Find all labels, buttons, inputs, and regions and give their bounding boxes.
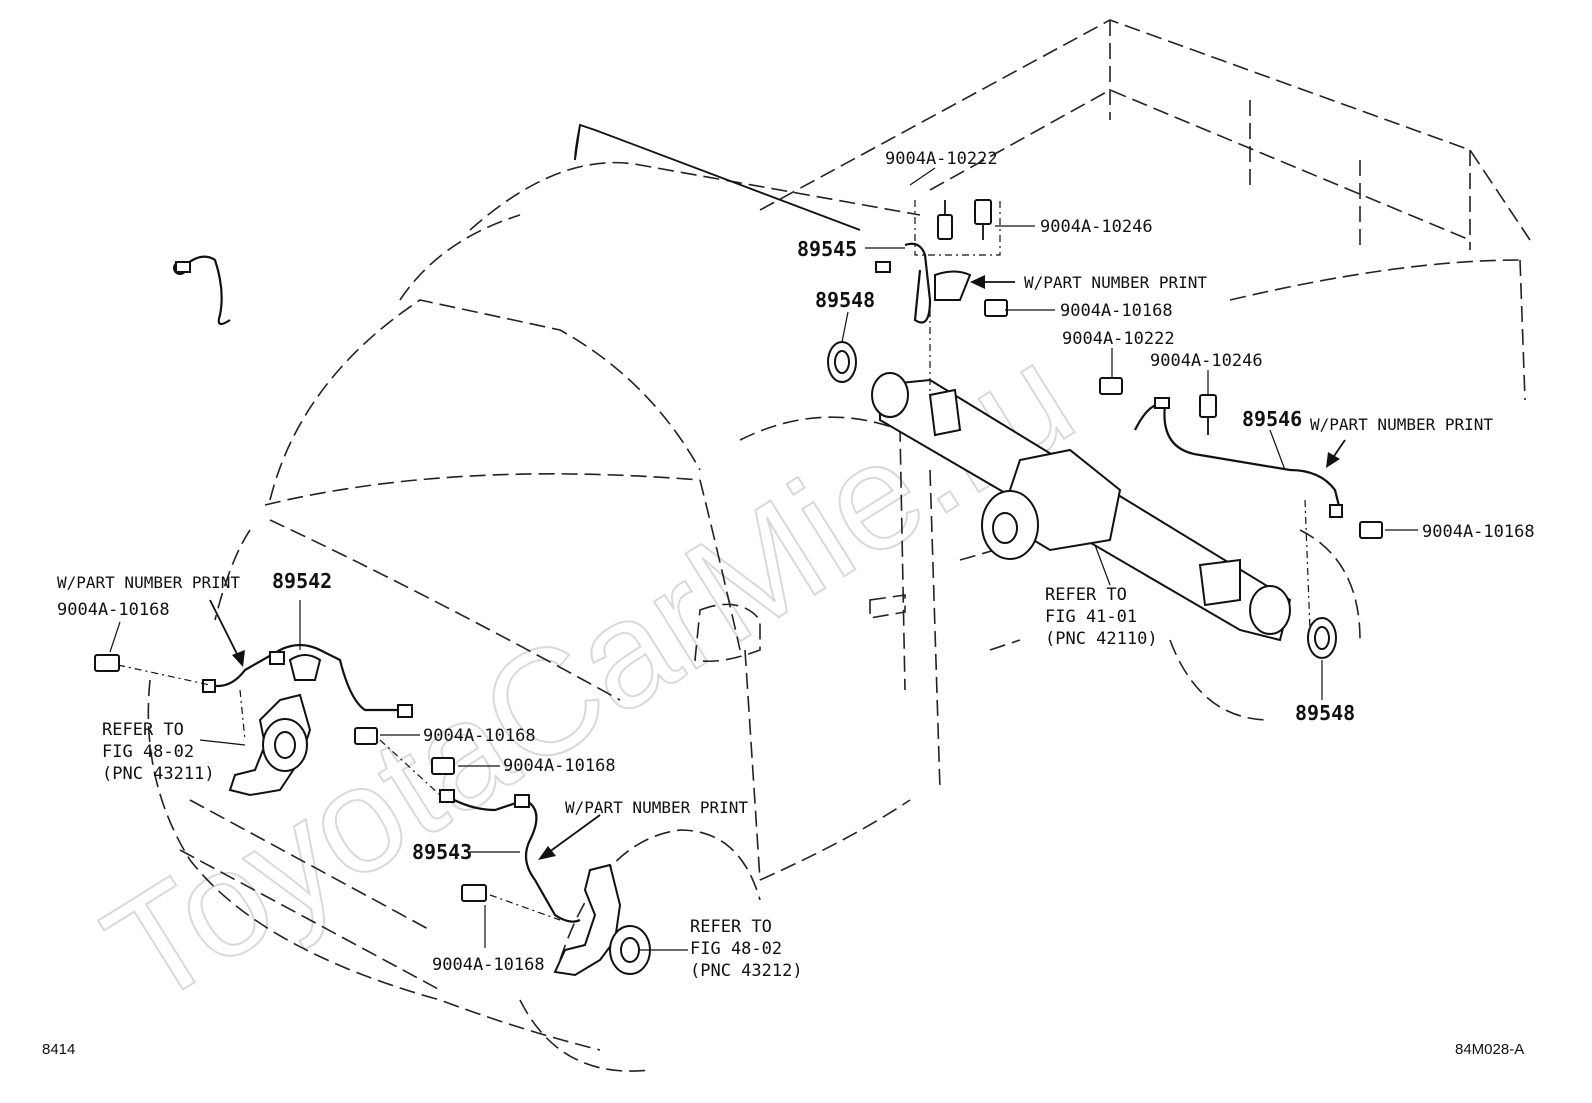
footer-figure-number: 8414 bbox=[42, 1041, 75, 1058]
label-print-left: W/PART NUMBER PRINT bbox=[57, 573, 240, 592]
label-ref-left-2: FIG 48-02 bbox=[102, 742, 194, 762]
label-bolt-10168-center-1: 9004A-10168 bbox=[423, 726, 536, 746]
cab-rail bbox=[574, 123, 861, 231]
label-89545: 89545 bbox=[797, 237, 857, 261]
label-print-center: W/PART NUMBER PRINT bbox=[565, 798, 748, 817]
label-ref-left-3: (PNC 43211) bbox=[102, 764, 215, 784]
bolt-10222-mid bbox=[1099, 377, 1123, 395]
seal-89548-bottom bbox=[1307, 617, 1337, 659]
label-89542: 89542 bbox=[272, 569, 332, 593]
bolt-10168-left bbox=[94, 654, 120, 672]
label-bolt-10222-top: 9004A-10222 bbox=[885, 149, 998, 169]
label-89548-top: 89548 bbox=[815, 288, 875, 312]
seal-89548-top bbox=[827, 341, 857, 383]
bolt-10168-right bbox=[1359, 521, 1383, 539]
steering-knuckle-left bbox=[228, 693, 312, 797]
label-bolt-10222-mid: 9004A-10222 bbox=[1062, 329, 1175, 349]
reference-lines bbox=[117, 200, 1311, 921]
label-print-top: W/PART NUMBER PRINT bbox=[1024, 273, 1207, 292]
label-ref-axle-1: REFER TO bbox=[1045, 585, 1127, 605]
part-labels: 9004A-10222 9004A-10246 89545 W/PART NUM… bbox=[57, 149, 1535, 981]
label-bolt-10168-left: 9004A-10168 bbox=[57, 600, 170, 620]
steering-knuckle-right bbox=[553, 863, 651, 977]
bolt-10168-top bbox=[984, 299, 1008, 317]
label-bolt-10246-mid: 9004A-10246 bbox=[1150, 351, 1263, 371]
sensor-89545 bbox=[173, 242, 972, 326]
bolt-10168-center-1 bbox=[354, 727, 378, 745]
bolt-10246-top bbox=[974, 199, 992, 240]
print-arrows bbox=[209, 275, 1346, 860]
label-89548-bottom: 89548 bbox=[1295, 701, 1355, 725]
label-print-right: W/PART NUMBER PRINT bbox=[1310, 415, 1493, 434]
label-ref-left-1: REFER TO bbox=[102, 720, 184, 740]
sensor-89546 bbox=[1134, 397, 1343, 518]
footer-diagram-code: 84M028-A bbox=[1455, 1041, 1524, 1058]
label-89546: 89546 bbox=[1242, 407, 1302, 431]
label-bolt-10168-top: 9004A-10168 bbox=[1060, 301, 1173, 321]
label-89543: 89543 bbox=[412, 840, 472, 864]
bolt-10168-center-2 bbox=[431, 757, 455, 775]
sensor-89542 bbox=[202, 643, 413, 718]
bolt-10222-top bbox=[937, 200, 953, 240]
label-ref-axle-3: (PNC 42110) bbox=[1045, 629, 1158, 649]
vehicle-body-outline bbox=[147, 19, 1531, 1072]
label-ref-axle-2: FIG 41-01 bbox=[1045, 607, 1137, 627]
label-bolt-10168-right: 9004A-10168 bbox=[1422, 522, 1535, 542]
leader-lines bbox=[109, 167, 1418, 951]
label-bolt-10246-top: 9004A-10246 bbox=[1040, 217, 1153, 237]
label-ref-right-3: (PNC 43212) bbox=[690, 961, 803, 981]
bolt-10168-bottom bbox=[461, 884, 487, 902]
label-ref-right-1: REFER TO bbox=[690, 917, 772, 937]
bolt-10246-mid bbox=[1199, 394, 1217, 435]
sensor-89543 bbox=[439, 789, 581, 923]
label-ref-right-2: FIG 48-02 bbox=[690, 939, 782, 959]
label-bolt-10168-center-2: 9004A-10168 bbox=[503, 756, 616, 776]
label-bolt-10168-bottom: 9004A-10168 bbox=[432, 955, 545, 975]
